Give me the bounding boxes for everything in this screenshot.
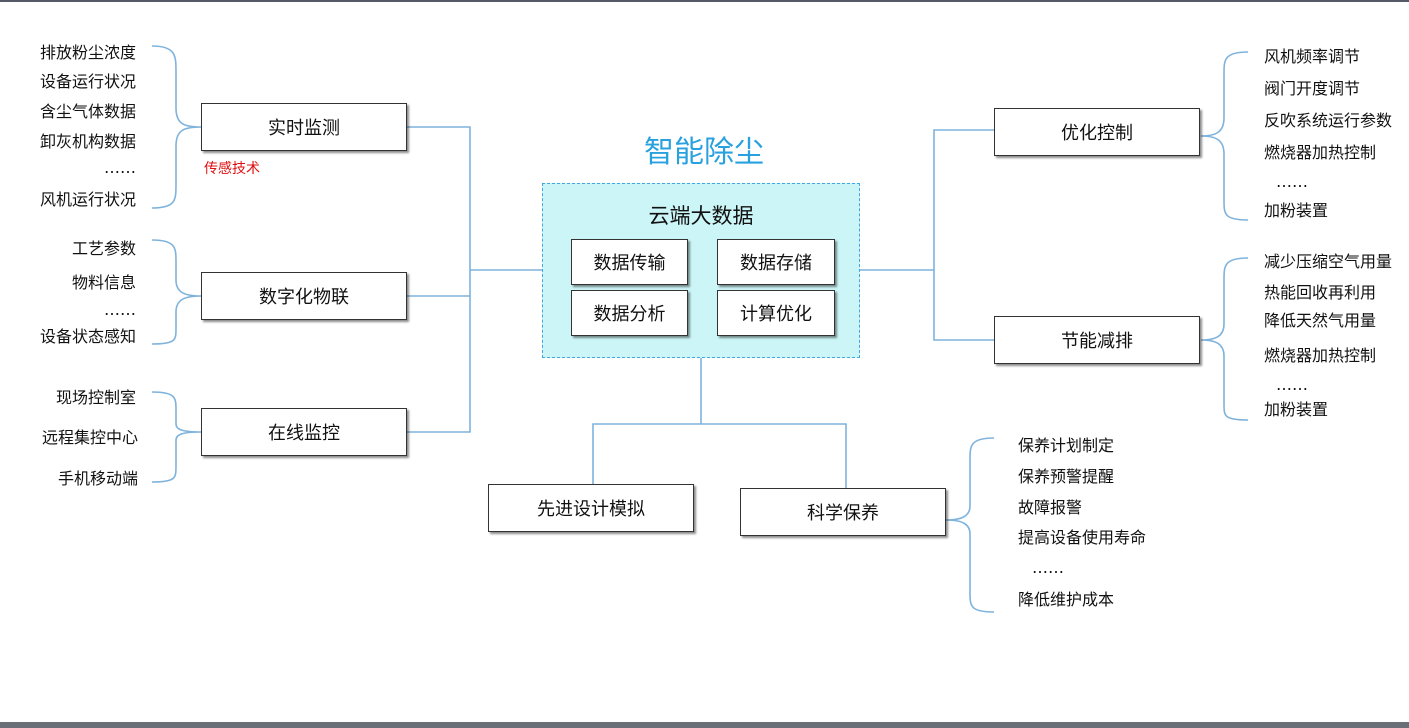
window-top-edge bbox=[0, 0, 1409, 2]
energy-list-item: 加粉装置 bbox=[1264, 400, 1329, 419]
sensor-tech-note: 传感技术 bbox=[204, 161, 260, 177]
optimize-list-item: 阀门开度调节 bbox=[1264, 79, 1361, 98]
node-optimize-control[interactable]: 优化控制 bbox=[994, 108, 1200, 156]
online-list-item: 现场控制室 bbox=[55, 388, 136, 407]
realtime-list-item: 排放粉尘浓度 bbox=[39, 43, 136, 62]
maintain-list-item: 保养预警提醒 bbox=[1018, 467, 1115, 486]
cloud-cell-data-analysis[interactable]: 数据分析 bbox=[571, 290, 688, 336]
maintain-list-item: …… bbox=[1032, 558, 1064, 577]
cloud-cell-data-transfer[interactable]: 数据传输 bbox=[571, 239, 688, 285]
node-energy-saving[interactable]: 节能减排 bbox=[994, 316, 1200, 364]
energy-list-item: 燃烧器加热控制 bbox=[1264, 346, 1377, 365]
realtime-list-item: 风机运行状况 bbox=[39, 190, 136, 209]
cloud-cell-compute-optimize[interactable]: 计算优化 bbox=[717, 290, 835, 336]
optimize-list-item: 加粉装置 bbox=[1264, 201, 1329, 220]
node-realtime-monitoring[interactable]: 实时监测 bbox=[201, 103, 407, 151]
cloud-big-data-panel: 云端大数据 数据传输 数据存储 数据分析 计算优化 bbox=[542, 183, 860, 358]
maintain-list-item: 保养计划制定 bbox=[1018, 436, 1115, 455]
energy-list-item: 降低天然气用量 bbox=[1264, 311, 1377, 330]
node-advanced-design-simulation[interactable]: 先进设计模拟 bbox=[488, 484, 694, 532]
online-list-item: 手机移动端 bbox=[57, 469, 138, 488]
digital-list-item: …… bbox=[104, 300, 136, 319]
cloud-cell-data-storage[interactable]: 数据存储 bbox=[717, 239, 835, 285]
window-bottom-edge bbox=[0, 722, 1409, 728]
online-list-item: 远程集控中心 bbox=[41, 428, 138, 447]
optimize-list-item: 风机频率调节 bbox=[1264, 47, 1361, 66]
cloud-title: 云端大数据 bbox=[648, 204, 754, 228]
energy-list-item: …… bbox=[1276, 375, 1308, 394]
digital-list-item: 工艺参数 bbox=[71, 239, 136, 258]
maintain-list-item: 故障报警 bbox=[1018, 498, 1083, 517]
digital-list-item: 物料信息 bbox=[71, 273, 136, 292]
energy-list-item: 减少压缩空气用量 bbox=[1264, 252, 1393, 271]
maintain-list-item: 提高设备使用寿命 bbox=[1018, 528, 1147, 547]
optimize-list-item: 反吹系统运行参数 bbox=[1264, 111, 1393, 130]
maintain-list-item: 降低维护成本 bbox=[1018, 590, 1115, 609]
realtime-list-item: 含尘气体数据 bbox=[39, 102, 136, 121]
node-digital-iot[interactable]: 数字化物联 bbox=[201, 272, 407, 320]
digital-list-item: 设备状态感知 bbox=[39, 327, 136, 346]
optimize-list-item: …… bbox=[1276, 172, 1308, 191]
main-title: 智能除尘 bbox=[644, 135, 764, 170]
optimize-list-item: 燃烧器加热控制 bbox=[1264, 143, 1377, 162]
node-scientific-maintenance[interactable]: 科学保养 bbox=[740, 488, 946, 536]
node-online-monitoring[interactable]: 在线监控 bbox=[201, 408, 407, 456]
realtime-list-item: …… bbox=[104, 158, 136, 177]
realtime-list-item: 卸灰机构数据 bbox=[39, 132, 136, 151]
realtime-list-item: 设备运行状况 bbox=[39, 72, 136, 91]
energy-list-item: 热能回收再利用 bbox=[1264, 283, 1377, 302]
